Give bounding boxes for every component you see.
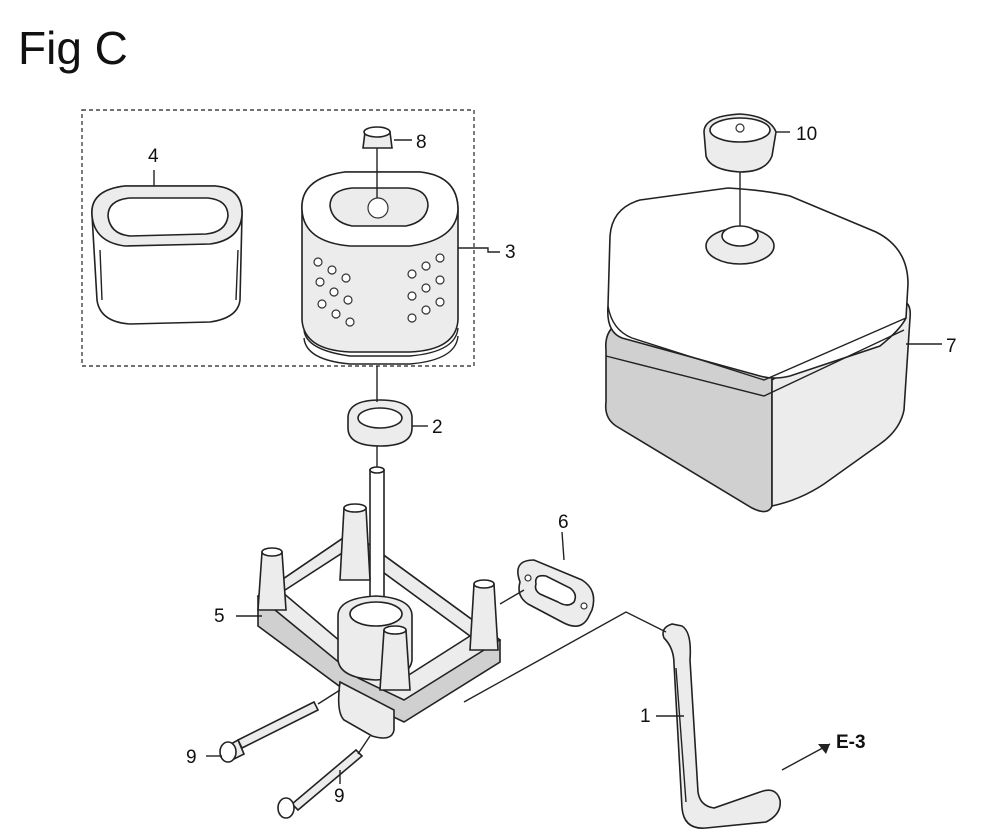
fuel-cap-part — [703, 113, 777, 173]
air-cleaner-assembly-box — [81, 109, 475, 367]
callout-9-lower: 9 — [334, 786, 345, 807]
bolt-lower-part — [277, 748, 364, 819]
callout-10: 10 — [796, 124, 817, 145]
callout-3: 3 — [505, 242, 516, 263]
callout-5: 5 — [214, 606, 225, 627]
callout-4: 4 — [148, 146, 159, 167]
callout-6: 6 — [558, 512, 569, 533]
callout-7: 7 — [946, 336, 957, 357]
arrow-icon — [818, 744, 830, 754]
fuel-tank-part — [604, 187, 912, 513]
paper-filter-part — [301, 171, 459, 365]
figure-title: Fig C — [18, 22, 128, 74]
callout-8: 8 — [416, 132, 427, 153]
filter-perforations — [313, 253, 445, 327]
callout-9-upper: 9 — [186, 747, 197, 768]
breather-tube-part — [662, 623, 782, 829]
callout-2: 2 — [432, 417, 443, 438]
bolt-upper-part — [219, 700, 320, 763]
callout-1: 1 — [640, 706, 651, 727]
leader-3 — [458, 247, 500, 253]
grommet-part — [347, 399, 413, 447]
leader-6 — [561, 531, 565, 561]
foam-element-part — [91, 185, 243, 325]
wing-nut-part — [362, 126, 393, 149]
air-cleaner-base-part — [256, 466, 502, 739]
reference-e3: E-3 — [836, 732, 866, 753]
gasket-part — [517, 559, 595, 627]
